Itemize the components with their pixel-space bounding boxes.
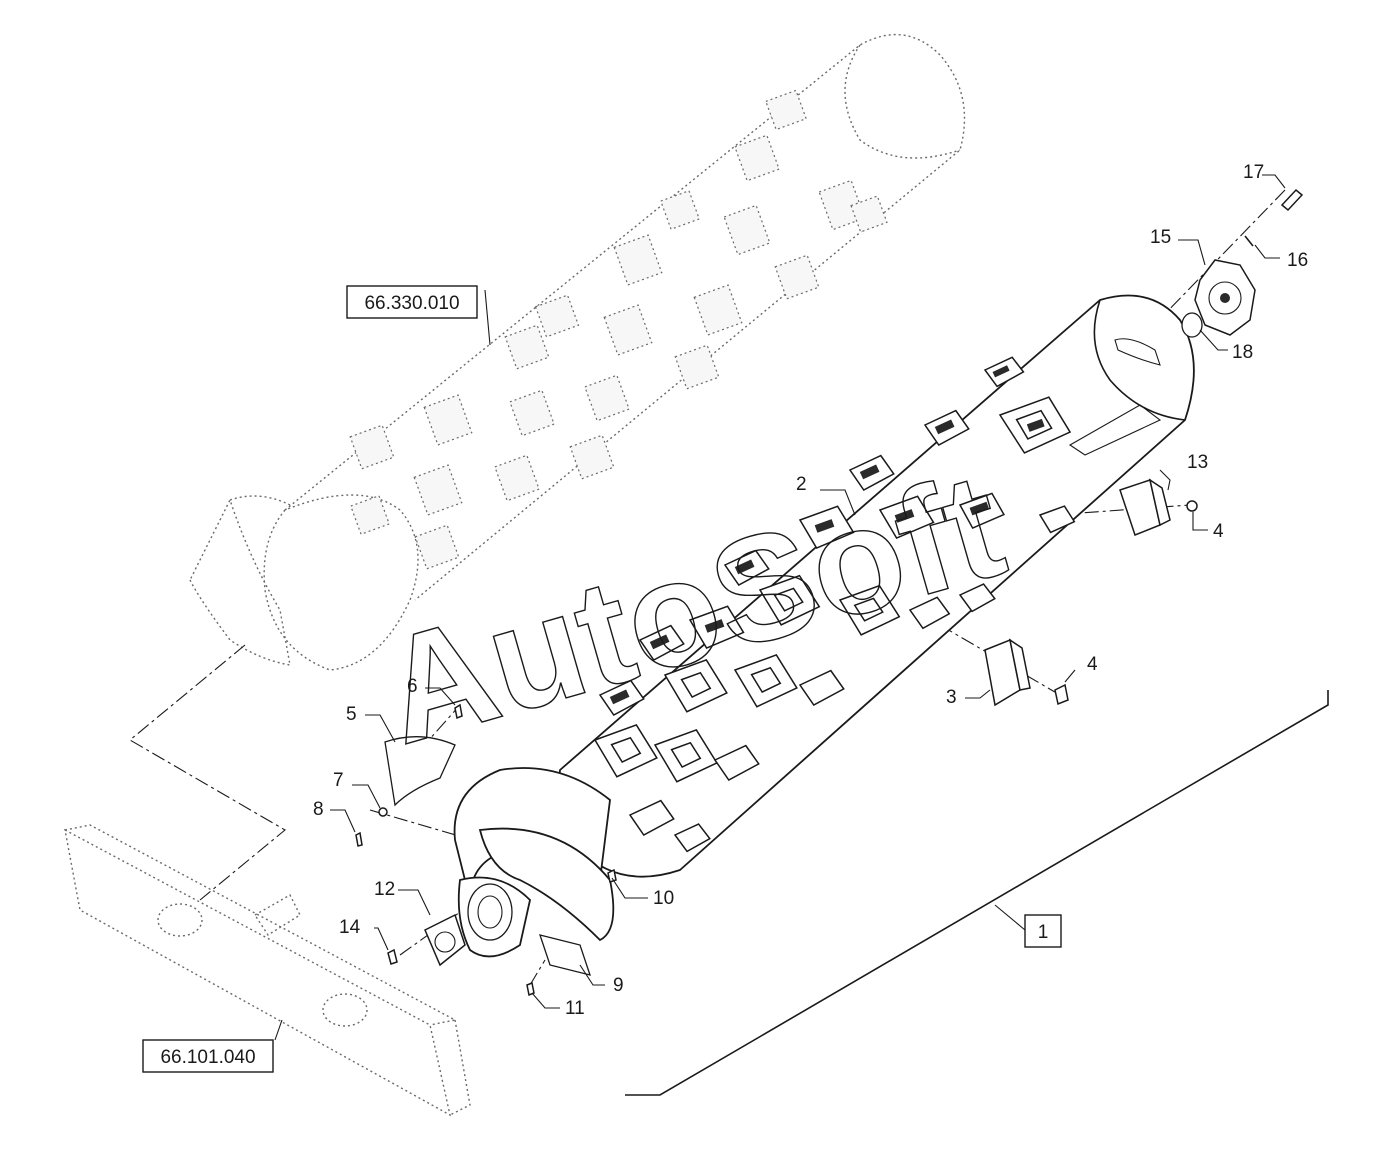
- callout-9: 9: [613, 975, 624, 996]
- rotor-rasp-bars: [593, 356, 1076, 853]
- callout-15: 15: [1150, 227, 1171, 248]
- callout-5: 5: [346, 704, 357, 725]
- callout-numbers: 17 15 16 18 13 4 2 4 3 6 5 7 8 12 14 10 …: [313, 162, 1308, 1019]
- part-5-plate: [384, 736, 456, 807]
- callout-17: 17: [1243, 162, 1264, 183]
- callout-14: 14: [339, 917, 361, 938]
- ghost-rasp-bars: [349, 89, 888, 570]
- callout-2: 2: [796, 474, 807, 495]
- part-12-bearing: [424, 913, 466, 967]
- callout-4-upper: 4: [1213, 521, 1224, 542]
- part-9-plate: [539, 934, 591, 976]
- ref-label-66-101-040: 66.101.040: [160, 1047, 255, 1068]
- ref-label-assembly: 1: [1038, 922, 1049, 943]
- callout-8: 8: [313, 799, 324, 820]
- part-4-bolt-lower: [1054, 683, 1069, 706]
- part-6-bolt: [454, 703, 463, 720]
- callout-16: 16: [1287, 250, 1308, 271]
- ref-label-66-330-010: 66.330.010: [364, 293, 459, 314]
- ref-box-66-101-040[interactable]: 66.101.040: [142, 1039, 274, 1073]
- callout-3: 3: [946, 687, 957, 708]
- auger-flight: [453, 767, 615, 958]
- part-8-bolt: [355, 831, 363, 847]
- ref-box-assembly-1[interactable]: 1: [1024, 914, 1062, 948]
- ref-box-66-330-010[interactable]: 66.330.010: [346, 285, 478, 319]
- part-4-bolt-upper: [1186, 500, 1198, 512]
- part-15-hub: [1194, 259, 1256, 336]
- part-13-tooth: [1119, 478, 1171, 536]
- part-16-pin: [1244, 235, 1254, 247]
- callout-6: 6: [407, 676, 418, 697]
- part-14-bolt: [387, 948, 398, 965]
- part-3-tooth: [984, 638, 1031, 707]
- part-10-screw: [607, 868, 617, 883]
- part-18-washer: [1181, 312, 1203, 338]
- part-17-bolt: [1280, 188, 1304, 212]
- callout-12: 12: [374, 879, 395, 900]
- callout-4-lower: 4: [1087, 654, 1098, 675]
- part-7-nut: [378, 807, 388, 817]
- ghost-frame-assembly: [64, 824, 471, 1117]
- callout-7: 7: [333, 770, 344, 791]
- callout-18: 18: [1232, 342, 1253, 363]
- assembly-bracket: [625, 690, 1329, 1096]
- callout-10: 10: [653, 888, 674, 909]
- part-11-screw: [526, 981, 535, 997]
- callout-11: 11: [565, 998, 585, 1019]
- callout-13: 13: [1187, 452, 1208, 473]
- leader-lines: [274, 174, 1286, 1041]
- ghost-rotor-assembly: [189, 33, 966, 671]
